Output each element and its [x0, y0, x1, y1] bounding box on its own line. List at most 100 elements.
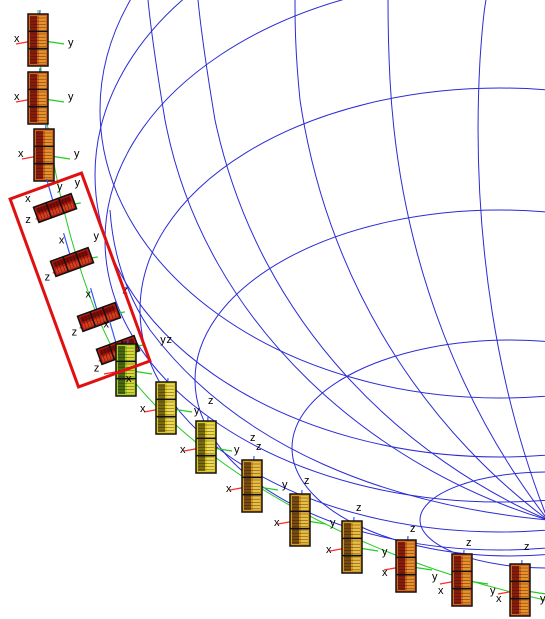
latitude-line-2 — [291, 339, 545, 557]
x-axis-label: x — [25, 193, 31, 205]
solar-cell-row — [61, 198, 67, 211]
z-axis-label: z — [250, 432, 256, 444]
solar-cell-row — [58, 200, 64, 212]
x-axis-label: x — [496, 593, 502, 605]
side-panel-shadow — [198, 423, 205, 471]
solar-cell-row — [63, 258, 69, 270]
x-axis-label: x — [326, 544, 332, 556]
meridian-line-2 — [197, 0, 545, 520]
solar-cell-row — [90, 313, 96, 325]
solar-cell-row — [93, 312, 99, 324]
z-axis-label: z — [466, 537, 472, 549]
side-panel-shadow — [30, 16, 37, 64]
meridian-line-4 — [387, 0, 545, 517]
x-axis-label: x — [14, 91, 20, 103]
latitude-line-4 — [139, 87, 545, 533]
satellite-body — [341, 520, 363, 574]
meridian-line-3 — [294, 0, 545, 519]
solar-cell-row — [37, 207, 43, 220]
solar-cell-row — [84, 250, 90, 263]
x-axis-label: x — [14, 33, 20, 45]
meridian-line-1 — [147, 0, 545, 520]
solar-cell-row — [43, 205, 49, 218]
y-axis-label: y — [68, 37, 74, 49]
z-axis-label: z — [72, 326, 78, 338]
y-axis-label: y — [540, 593, 545, 605]
latitude-line-1 — [419, 471, 545, 569]
solar-cell-row — [106, 347, 112, 360]
solar-cell-row — [81, 251, 87, 264]
z-axis-label: z — [94, 363, 100, 375]
side-panel-lit — [301, 496, 308, 544]
solar-cell-row — [96, 311, 102, 323]
satellite-body — [76, 301, 122, 333]
satellite-body — [289, 493, 311, 547]
y-axis-label: y — [330, 517, 336, 529]
solar-cell-row — [46, 204, 52, 216]
solar-cell-row — [72, 255, 78, 267]
solar-cell-row — [103, 348, 109, 361]
solar-cell-row — [109, 346, 115, 358]
z-axis-label: z — [356, 502, 362, 514]
solar-cell-row — [57, 260, 63, 273]
highlight-box — [8, 171, 152, 389]
y-axis-label: y — [194, 405, 200, 417]
solar-cell-row — [52, 202, 58, 214]
side-panel-shadow — [30, 74, 37, 122]
side-panel-lit — [353, 523, 360, 571]
satellite-body — [32, 192, 78, 224]
z-axis-label: z — [304, 475, 310, 487]
side-panel-shadow — [344, 523, 351, 571]
satellite-body — [49, 246, 95, 278]
z-axis-label: z — [167, 334, 173, 346]
side-panel-shadow — [158, 384, 165, 432]
y-axis-label: y — [75, 177, 81, 189]
solar-cell-row — [108, 306, 114, 319]
y-axis-label: y — [160, 334, 166, 346]
solar-cell-row — [64, 197, 70, 210]
solar-cell-row — [81, 316, 87, 329]
side-panel-lit — [521, 566, 528, 614]
solar-cell-row — [40, 206, 46, 219]
solar-cell-row — [102, 309, 108, 321]
y-axis-label: y — [74, 148, 80, 160]
solar-cell-row — [105, 307, 111, 320]
solar-cell-row — [87, 314, 93, 327]
solar-cell-row — [84, 315, 90, 328]
latitude-line-6 — [94, 0, 545, 458]
y-axis-label: y — [94, 230, 100, 242]
solar-cell-row — [78, 252, 84, 265]
satellite-body — [27, 13, 49, 67]
side-panel-lit — [39, 74, 46, 122]
side-panel-shadow — [292, 496, 299, 544]
solar-cell-row — [99, 310, 105, 322]
y-axis-label: y — [282, 479, 288, 491]
y-axis-label: y — [68, 91, 74, 103]
side-panel-lit — [463, 556, 470, 604]
side-panel-lit — [45, 131, 52, 179]
x-axis-label: x — [18, 148, 24, 160]
side-panel-shadow — [36, 131, 43, 179]
x-axis-label: x — [103, 319, 109, 331]
side-panel-lit — [127, 346, 134, 394]
solar-cell-row — [69, 256, 75, 268]
y-axis-label: y — [432, 571, 438, 583]
x-axis-label: x — [126, 373, 132, 385]
side-panel-lit — [207, 423, 214, 471]
satellite-13: x y z — [326, 502, 388, 574]
x-axis-label: x — [180, 444, 186, 456]
solar-cell-row — [67, 196, 73, 209]
z-axis-label: z — [208, 395, 214, 407]
